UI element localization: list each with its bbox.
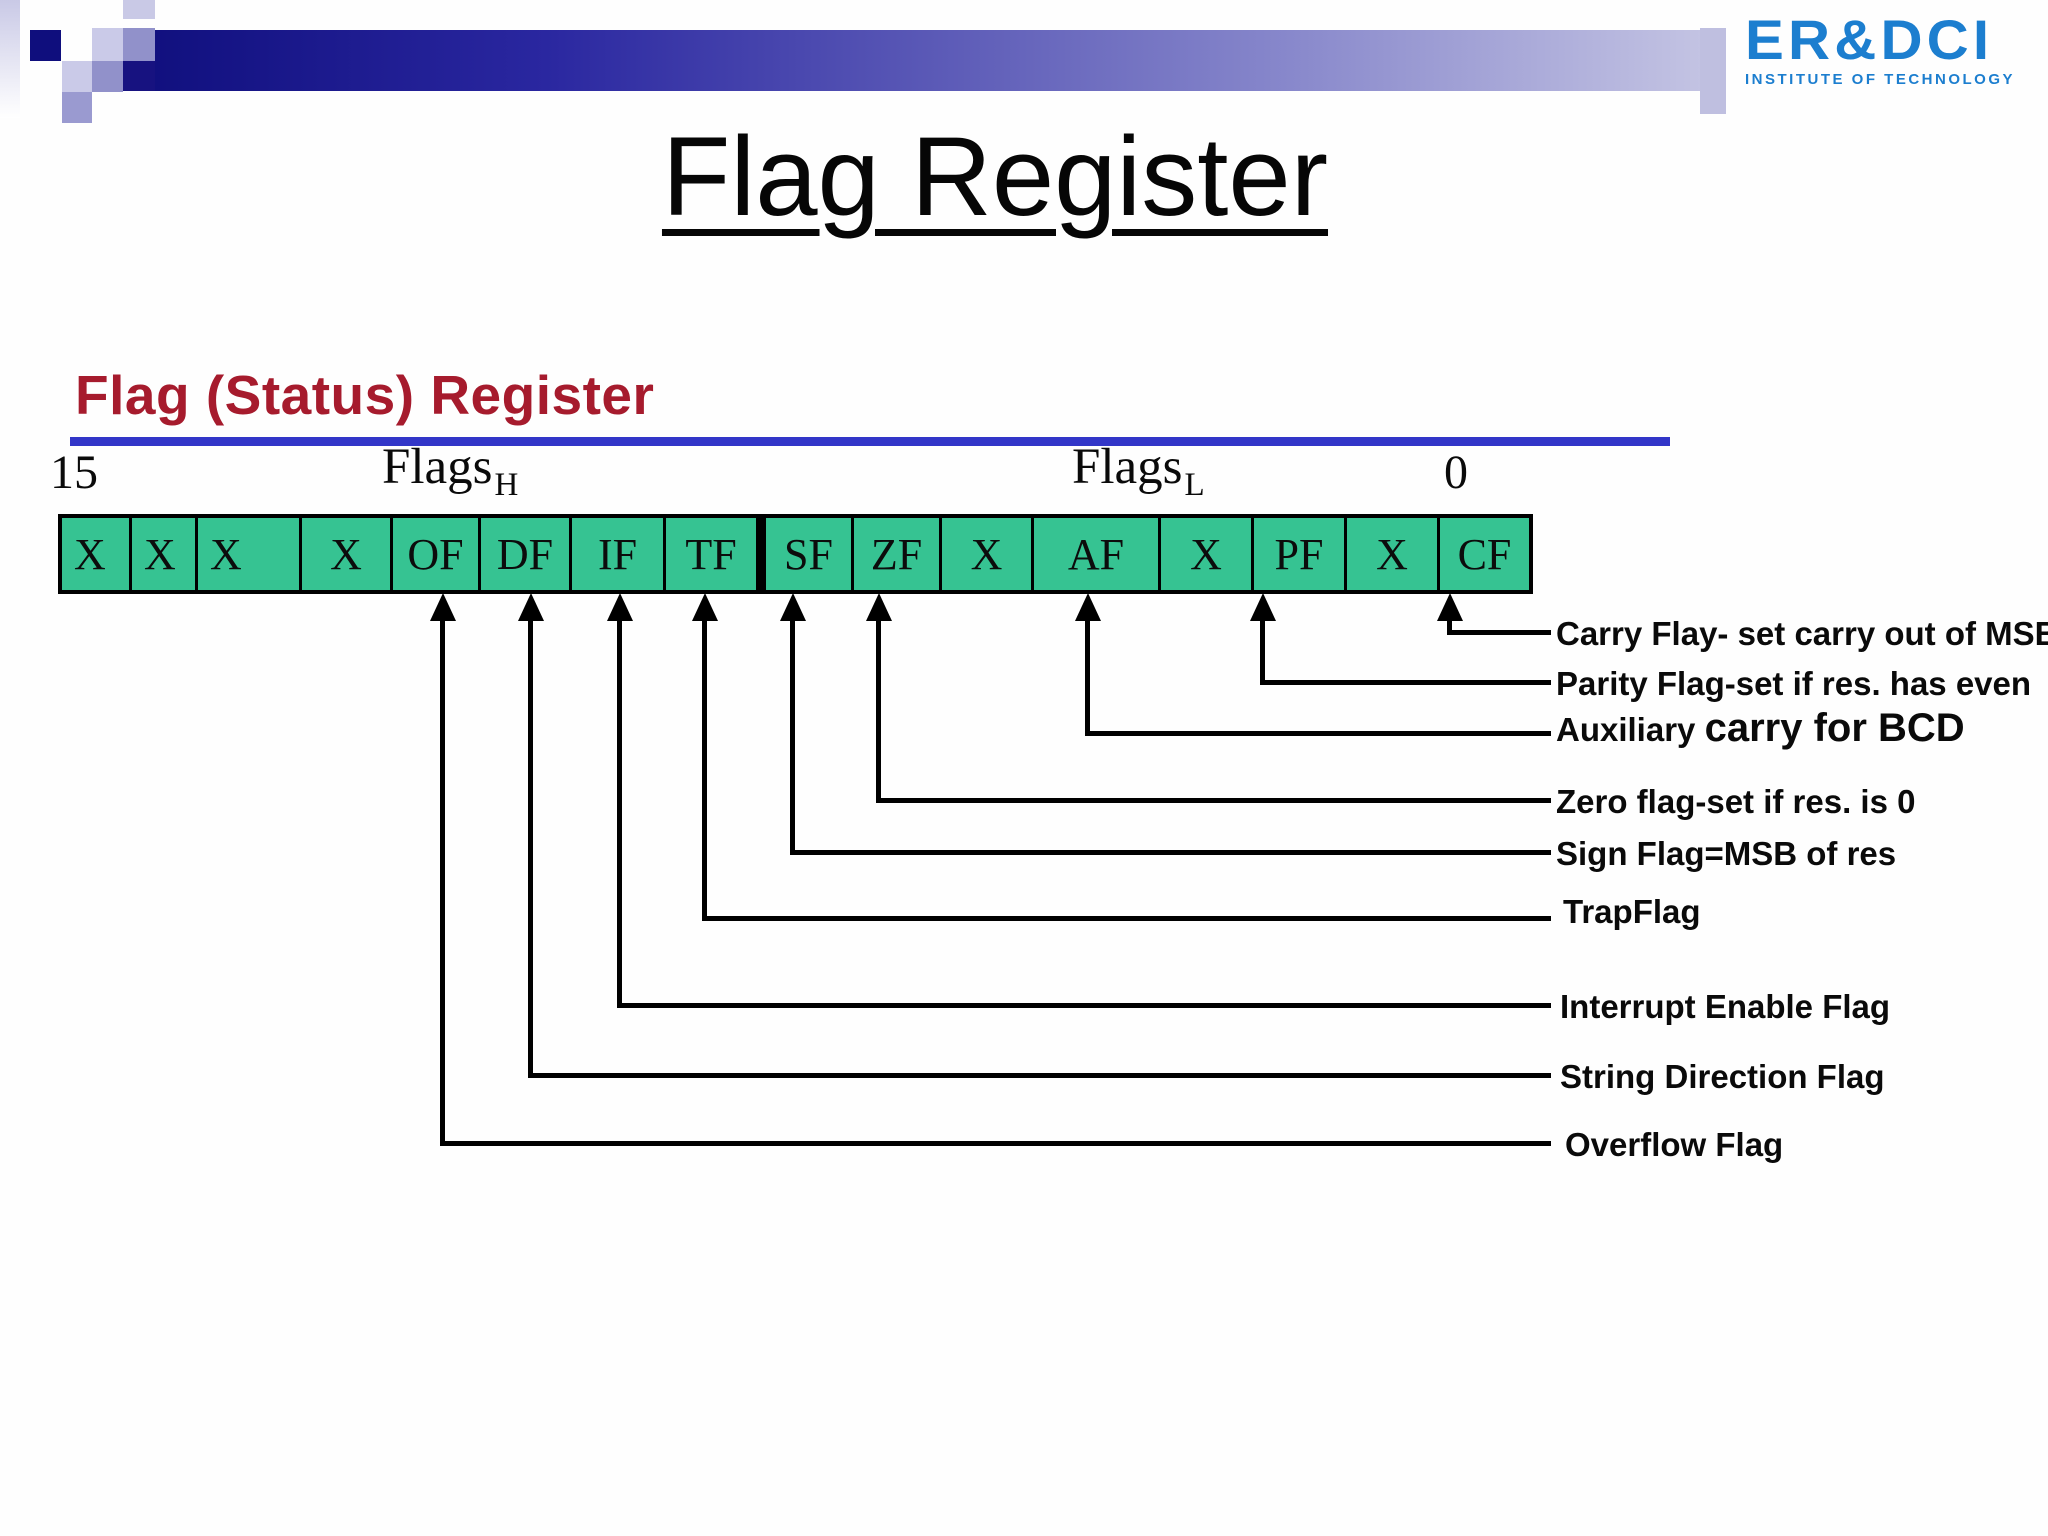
annotation-text: Sign Flag=MSB of res <box>1556 835 1897 872</box>
deco-strip-right <box>1700 28 1726 114</box>
register-cell-DF: DF <box>481 518 572 590</box>
divider-rule <box>70 437 1670 446</box>
logo-text: ER&DCI <box>1745 8 1994 71</box>
leader-vline <box>876 612 881 803</box>
annotation-label: TrapFlag <box>1563 888 1701 933</box>
register-cell-IF: IF <box>572 518 666 590</box>
register-cell-AF: AF <box>1034 518 1161 590</box>
leader-vline <box>790 612 795 855</box>
register-cell-CF: CF <box>1440 518 1529 590</box>
leader-hline <box>528 1073 1551 1078</box>
flags-low-text: Flags <box>1072 439 1183 495</box>
annotation-text-large: carry for BCD <box>1704 706 1965 750</box>
annotation-text: String Direction Flag <box>1560 1058 1885 1095</box>
register-cell: X <box>1161 518 1254 590</box>
flags-high-subscript: H <box>494 467 519 503</box>
register-cell: X <box>132 518 198 590</box>
header-bar <box>155 30 1722 91</box>
deco-square <box>123 61 156 91</box>
annotation-text: Overflow Flag <box>1565 1126 1784 1163</box>
leader-vline <box>617 612 622 1008</box>
register-cell-SF: SF <box>766 518 854 590</box>
bit-index-0: 0 <box>1444 446 1468 499</box>
annotation-text: Parity Flag-set if res. has even <box>1556 665 2032 702</box>
annotation-label: Interrupt Enable Flag <box>1560 983 1890 1028</box>
byte-divider <box>756 518 766 590</box>
register-cell-ZF: ZF <box>854 518 942 590</box>
deco-strip-left <box>0 0 20 118</box>
annotation-label: Zero flag-set if res. is 0 <box>1556 778 1915 823</box>
annotation-label: Auxiliary carry for BCD <box>1556 706 1965 751</box>
annotation-text: Interrupt Enable Flag <box>1560 988 1891 1025</box>
register-cell: X <box>62 518 132 590</box>
annotation-text: Auxiliary <box>1556 711 1705 748</box>
annotation-text: Zero flag-set if res. is 0 <box>1556 783 1916 820</box>
annotation-label: Overflow Flag <box>1565 1121 1783 1166</box>
leader-vline <box>528 612 533 1078</box>
page-title: Flag Register <box>661 114 1329 239</box>
register-cell: X <box>1347 518 1440 590</box>
annotation-label: String Direction Flag <box>1560 1053 1885 1098</box>
register-cell: X <box>302 518 393 590</box>
logo: ER&DCI INSTITUTE OF TECHNOLOGY <box>1745 8 2045 89</box>
leader-hline <box>702 916 1551 921</box>
register-cell-OF: OF <box>393 518 481 590</box>
bit-index-15: 15 <box>50 446 98 499</box>
leader-vline <box>702 612 707 921</box>
flags-high-text: Flags <box>382 439 493 495</box>
deco-square <box>123 28 155 61</box>
leader-hline <box>790 850 1551 855</box>
leader-hline <box>1447 630 1551 635</box>
leader-hline <box>440 1141 1551 1146</box>
annotation-label: Sign Flag=MSB of res <box>1556 830 1896 875</box>
deco-square <box>123 0 155 19</box>
register-cell: X <box>198 518 302 590</box>
annotation-label: Parity Flag-set if res. has even <box>1556 660 2031 705</box>
flags-high-label: FlagsH <box>382 438 518 503</box>
register-cell-PF: PF <box>1254 518 1347 590</box>
deco-square <box>30 30 61 61</box>
flags-low-label: FlagsL <box>1072 438 1205 503</box>
deco-square <box>62 61 92 92</box>
register-cell: X <box>942 518 1034 590</box>
leader-hline <box>876 798 1551 803</box>
leader-vline <box>1260 612 1265 685</box>
deco-square <box>92 28 123 61</box>
leader-vline <box>1085 612 1090 736</box>
leader-hline <box>1085 731 1551 736</box>
leader-vline <box>1447 612 1452 635</box>
deco-square <box>62 92 92 123</box>
leader-hline <box>1260 680 1551 685</box>
annotation-label: Carry Flay- set carry out of MSB <box>1556 610 2048 655</box>
flag-register-diagram: X X X X OF DF IF TF SF ZF X AF X PF X CF <box>58 514 1533 594</box>
flags-low-subscript: L <box>1184 467 1205 503</box>
annotation-text: Carry Flay- set carry out of MSB <box>1556 615 2048 652</box>
leader-hline <box>617 1003 1551 1008</box>
deco-square <box>92 61 123 92</box>
logo-subtext: INSTITUTE OF TECHNOLOGY <box>1745 71 2015 88</box>
annotation-text: TrapFlag <box>1563 893 1701 930</box>
leader-vline <box>440 612 445 1146</box>
register-cell-TF: TF <box>666 518 756 590</box>
section-heading: Flag (Status) Register <box>75 364 655 426</box>
